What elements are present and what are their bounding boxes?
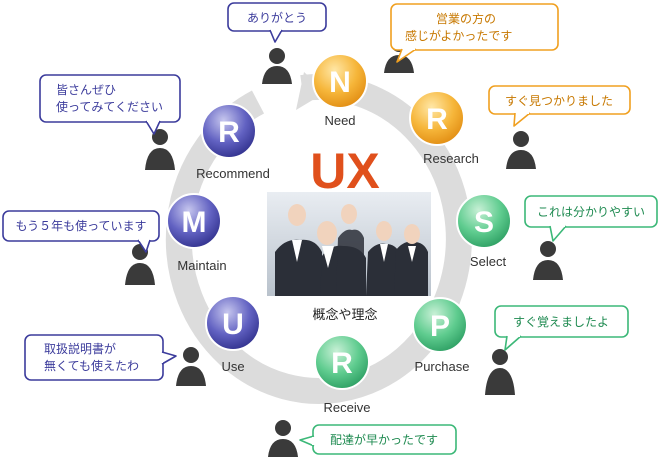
person-icon [485,349,515,395]
svg-text:使ってみてください: 使ってみてください [56,99,163,114]
stage-node-receive: R Receive [314,334,371,415]
stage-label: Recommend [196,166,270,181]
stage-label: Need [324,113,355,128]
svg-text:P: P [430,310,450,343]
speech-bubble-eigyou: 営業の方の 感じがよかったです [390,3,559,63]
cycle-arrowhead [296,72,326,110]
speech-bubble-haitatsu: 配達が早かったです [299,424,457,455]
stage-label: Maintain [177,258,226,273]
stage-node-select: S Select [456,193,512,269]
stage-node-use: U Use [205,295,261,374]
person-icon [533,241,563,280]
svg-text:営業の方の: 営業の方の [436,11,496,26]
svg-text:無くても使えたわ: 無くても使えたわ [44,358,139,373]
svg-text:すぐ見つかりました: すぐ見つかりました [505,94,613,108]
speech-bubble-gonen: もう５年も使っています [2,210,160,253]
person-icon [262,48,292,84]
svg-text:すぐ覚えましたよ: すぐ覚えましたよ [513,315,609,329]
person-icon [145,129,175,170]
business-team-photo [267,192,431,296]
ux-title: UX [310,143,379,199]
speech-bubble-minasan: 皆さんぜひ 使ってみてください [39,74,181,135]
speech-bubble-wakariyasui: これは分かりやすい [524,195,658,242]
svg-text:M: M [182,206,207,239]
stage-label: Receive [324,400,371,415]
svg-text:S: S [474,206,494,239]
svg-text:皆さんぜひ: 皆さんぜひ [56,83,116,97]
stage-label: Purchase [415,359,470,374]
svg-text:もう５年も使っています: もう５年も使っています [15,218,146,233]
person-icon [268,420,298,457]
svg-text:U: U [222,308,244,341]
svg-text:R: R [426,103,448,136]
speech-bubble-torisetsu: 取扱説明書が 無くても使えたわ [24,334,177,381]
person-icon [506,131,536,169]
stage-node-research: R Research [409,90,479,166]
svg-text:取扱説明書が: 取扱説明書が [44,341,116,356]
speech-bubble-arigatou: ありがとう [227,2,327,43]
svg-text:ありがとう: ありがとう [247,10,307,25]
center-caption: 概念や理念 [312,307,377,323]
svg-text:配達が早かったです: 配達が早かったです [330,432,438,447]
person-icon [125,244,155,285]
stage-label: Use [221,359,244,374]
stage-label: Select [470,254,507,269]
stage-node-recommend: R Recommend [196,103,270,181]
svg-text:R: R [218,116,240,149]
svg-text:R: R [331,347,353,380]
speech-bubble-sugumitsukari: すぐ見つかりました [488,85,631,127]
svg-text:感じがよかったです: 感じがよかったです [405,28,512,43]
svg-text:N: N [329,66,351,99]
stage-node-purchase: P Purchase [412,297,470,374]
person-icon [176,347,206,386]
stage-label: Research [423,151,479,166]
stage-node-maintain: M Maintain [166,193,227,273]
svg-text:これは分かりやすい: これは分かりやすい [537,205,645,219]
speech-bubble-oboemashita: すぐ覚えましたよ [494,305,629,351]
stage-node-need: N Need [312,53,368,128]
